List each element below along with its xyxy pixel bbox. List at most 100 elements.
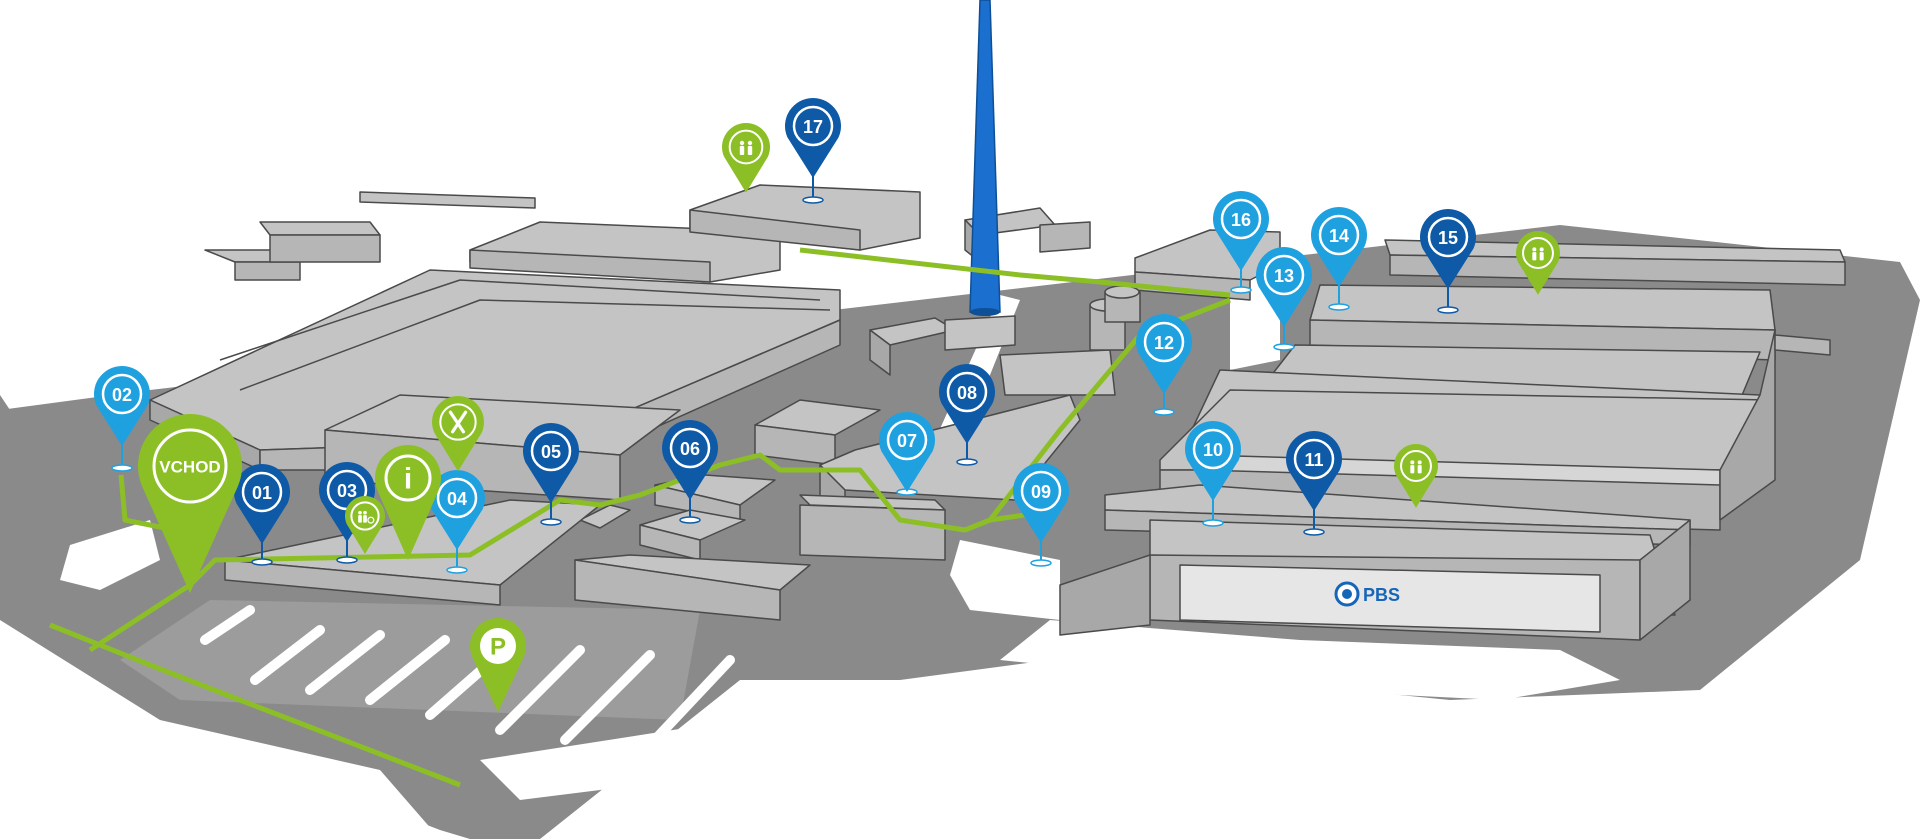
hall-pin-label: 11 <box>1304 450 1323 470</box>
hall-pin-17-marker <box>785 97 842 178</box>
hall-pin-08[interactable]: 08 <box>938 363 995 466</box>
hall-pin-02-marker <box>94 366 151 446</box>
hall-pin-12-base <box>1153 408 1175 416</box>
hall-pin-16-base <box>1230 286 1252 294</box>
hall-pin-07[interactable]: 07 <box>879 411 935 496</box>
hall-pin-05[interactable]: 05 <box>523 422 579 526</box>
hall-pin-02-base <box>111 464 133 472</box>
person-head <box>1417 460 1422 465</box>
hall-pin-ring <box>1220 198 1262 240</box>
entrance-pin[interactable]: VCHOD <box>138 414 243 593</box>
amenity-pin-4[interactable] <box>1516 231 1560 295</box>
hall-pin-14-marker <box>1311 207 1367 287</box>
hall-pin-label: 01 <box>252 483 272 503</box>
hall-pin-03-base <box>336 556 358 564</box>
person-body <box>739 146 745 155</box>
person-body <box>1417 465 1422 474</box>
hall-pin-11[interactable]: 11 <box>1286 431 1342 536</box>
info-pin[interactable]: i <box>375 445 441 560</box>
hall-pin-03[interactable]: 03 <box>319 462 375 564</box>
person-head <box>1539 247 1544 252</box>
parking-pin[interactable]: P <box>469 618 526 712</box>
hall-pin-16[interactable]: 16 <box>1213 191 1269 294</box>
hall-pin-08-marker <box>938 363 995 444</box>
hall-pin-12[interactable]: 12 <box>1136 314 1192 416</box>
hall-pin-ring <box>1293 438 1335 480</box>
amenity-pin-4-marker <box>1516 231 1560 295</box>
hall-pin-06[interactable]: 06 <box>662 419 719 524</box>
person-body <box>363 515 367 523</box>
hall-pin-01[interactable]: 01 <box>234 464 290 566</box>
pbs-logo: PBS <box>1334 581 1400 607</box>
hall-pin-15[interactable]: 15 <box>1420 209 1476 314</box>
info-pin-ring <box>384 454 432 502</box>
fork-icon <box>448 410 466 434</box>
hall-pin-09[interactable]: 09 <box>1013 463 1069 567</box>
hall-pin-13-marker <box>1256 247 1312 327</box>
hall-pin-label: 12 <box>1154 333 1174 353</box>
hall-pin-ring <box>101 373 143 415</box>
hall-pin-16-marker <box>1213 191 1269 271</box>
hall-pin-01-base <box>251 558 273 566</box>
hall-pin-10-marker <box>1185 421 1241 501</box>
hall-pin-07-marker <box>879 411 935 492</box>
amenity-pin-3[interactable] <box>432 396 484 472</box>
hall-pin-label: 06 <box>680 439 700 459</box>
person-body <box>1532 252 1537 261</box>
hall-pin-ring <box>1143 321 1185 363</box>
hall-pin-ring <box>1020 470 1062 512</box>
hall-pin-06-base <box>679 516 701 524</box>
hall-pin-09-base <box>1030 559 1052 567</box>
hall-pin-02[interactable]: 02 <box>94 366 151 472</box>
person-body <box>358 515 362 523</box>
wheelchair-icon <box>367 516 375 524</box>
hall-pin-13-base <box>1273 343 1295 351</box>
hall-pin-13[interactable]: 13 <box>1256 247 1312 351</box>
hall-pin-04-marker <box>429 470 486 550</box>
hall-pin-label: 10 <box>1203 440 1223 460</box>
amenity-pin-1-marker <box>722 122 770 193</box>
hall-pin-label: 07 <box>897 431 917 451</box>
hall-pin-label: 16 <box>1231 210 1251 230</box>
hall-pin-10[interactable]: 10 <box>1185 421 1241 527</box>
hall-pin-08-base <box>956 458 978 466</box>
hall-pin-ring <box>1427 216 1469 258</box>
hall-pin-ring <box>530 430 572 472</box>
person-head <box>747 140 753 146</box>
person-head <box>363 510 367 515</box>
hall-pin-ring <box>792 105 834 147</box>
amenity-pin-5[interactable] <box>1394 444 1439 508</box>
hall-pin-01-marker <box>234 464 290 544</box>
parking-pin-disc <box>480 628 516 664</box>
hall-pin-17[interactable]: 17 <box>785 97 842 204</box>
hall-pin-05-marker <box>523 422 579 503</box>
hall-pin-04-base <box>446 566 468 574</box>
chimney <box>969 0 1001 316</box>
hall-pin-ring <box>946 371 988 413</box>
hall-pin-04[interactable]: 04 <box>429 470 486 574</box>
knife-icon <box>450 410 468 434</box>
hall-pin-17-base <box>802 196 824 204</box>
hall-pin-label: 14 <box>1329 226 1349 246</box>
restroom-accessible-icon <box>350 501 380 531</box>
parking-label: P <box>490 634 506 661</box>
hall-pin-12-marker <box>1136 314 1192 394</box>
hall-pin-ring <box>1318 214 1360 256</box>
person-body <box>1410 465 1415 474</box>
hall-pin-label: 03 <box>337 481 357 501</box>
hall-pin-label: 09 <box>1031 482 1051 502</box>
amenity-pin-5-marker <box>1394 444 1439 508</box>
hall-pin-09-marker <box>1013 463 1069 543</box>
buildings <box>149 184 1846 641</box>
entrance-pin-ring <box>152 428 228 504</box>
hall-pin-11-base <box>1303 528 1325 536</box>
amenity-pin-2-marker <box>345 496 386 554</box>
amenity-pin-2[interactable] <box>345 496 386 554</box>
person-head <box>739 140 745 146</box>
amenity-pin-1[interactable] <box>722 122 770 193</box>
hall-pin-14[interactable]: 14 <box>1311 207 1367 311</box>
logo-text: PBS <box>1363 585 1400 605</box>
hall-pin-11-marker <box>1286 431 1342 511</box>
